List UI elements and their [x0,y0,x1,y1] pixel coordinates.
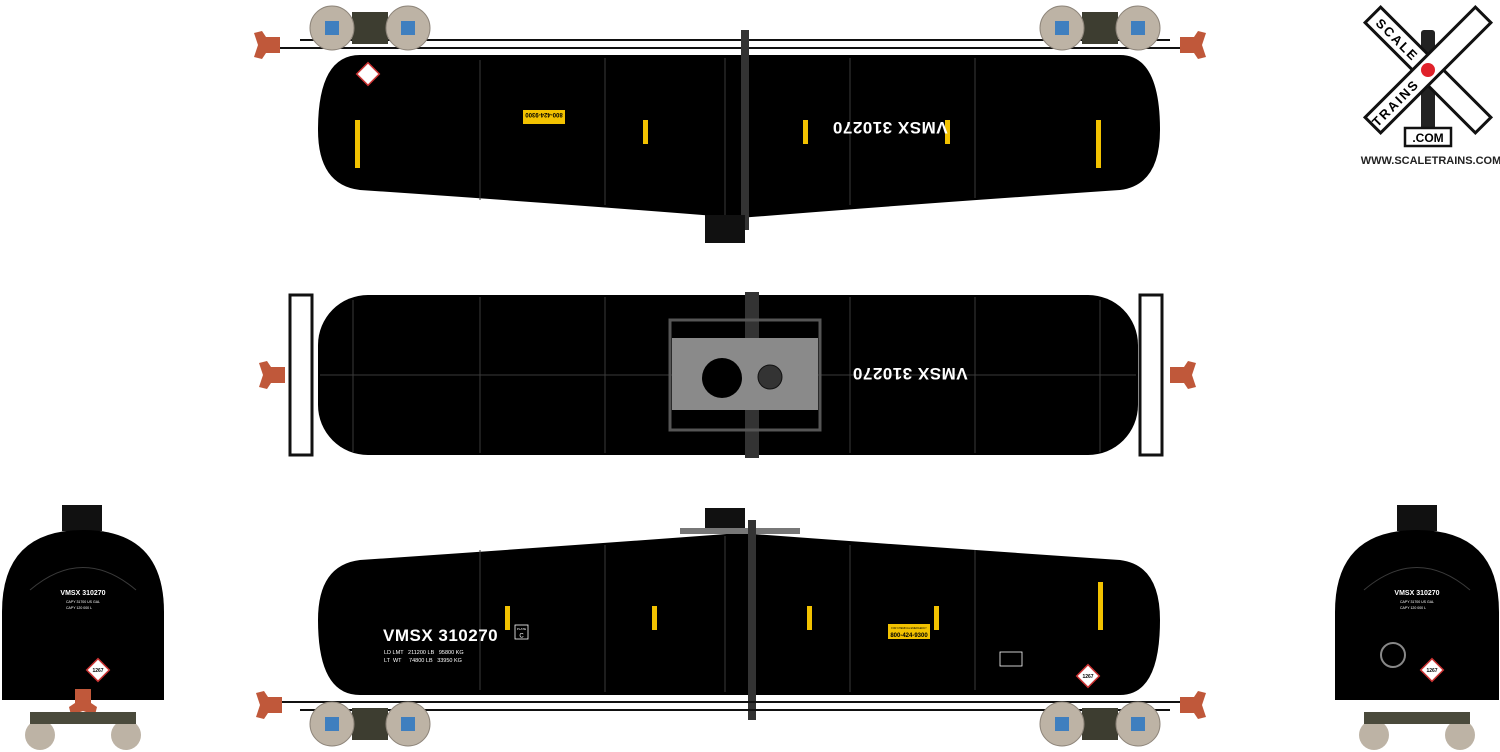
reporting-mark-upper: VMSX 310270 [832,118,947,137]
manway-platform [672,338,818,410]
brake-wheel [1380,642,1406,668]
end-capacity-gal-right: CAPY 31700 US GAL [1400,600,1434,604]
load-limit: LD LMT 211200 LB 95800 KG [384,650,464,656]
side-view-upper: VMSX 310270 800-424-9300 [254,5,1206,243]
coupler-right-plan [1170,361,1196,389]
plate-label: PLATE [517,627,526,631]
end-capacity-l-left: CAPY 120 000 L [66,606,92,610]
truck-right-lower [1039,701,1161,747]
emergency-phone: 800-424-9300 [890,633,928,639]
hazmat-placard-lower: 1267 [1075,663,1101,689]
placard-number: 1267 [1082,674,1093,680]
coupler-left-lower [256,691,282,719]
end-reporting-mark-left: VMSX 310270 [60,590,105,597]
end-view-right: VMSX 310270 CAPY 31700 US GAL CAPY 120 0… [1335,505,1499,750]
tank-lower [318,533,1160,695]
end-placard-right: 1267 [1426,668,1437,674]
coupler-left-plan [259,361,285,389]
end-placard-left: 1267 [92,668,103,674]
coupler-left [254,31,280,59]
plate-value: C [519,634,524,640]
end-view-left: VMSX 310270 CAPY 31700 US GAL CAPY 120 0… [2,505,164,750]
end-capacity-l-right: CAPY 120 000 L [1400,606,1426,610]
bottom-outlet [705,215,745,243]
tank-upper [318,55,1160,218]
side-view-lower: VMSX 310270 PLATE C LD LMT 211200 LB 958… [256,508,1206,747]
end-reporting-mark-right: VMSX 310270 [1394,590,1439,597]
emergency-header: FOR CHEMICAL EMERGENCY [891,627,927,630]
emergency-phone-upper: 800-424-9300 [525,111,563,117]
coupler-right-lower [1180,691,1206,719]
truck-left [309,5,431,51]
reporting-mark-plan: VMSX 310270 [852,364,967,383]
light-weight: LT WT 74800 LB 33950 KG [384,658,462,664]
logo-word-trains: TRAINS [1369,76,1422,129]
coupler-right [1180,31,1206,59]
logo-url: WWW.SCALETRAINS.COM [1361,155,1500,167]
relief-valve [757,364,783,390]
truck-left-lower [309,701,431,747]
scaletrains-logo: SCALE TRAINS .COM WWW.SCALETRAINS.COM [1361,4,1500,167]
manway-hatch [702,358,742,398]
logo-suffix: .COM [1412,131,1443,145]
emergency-sticker [888,624,930,639]
plan-view: VMSX 310270 [259,292,1196,458]
truck-right [1039,5,1161,51]
logo-center-accent [1421,63,1435,77]
end-capacity-gal-left: CAPY 31700 US GAL [66,600,100,604]
reporting-mark-lower: VMSX 310270 [383,626,498,645]
